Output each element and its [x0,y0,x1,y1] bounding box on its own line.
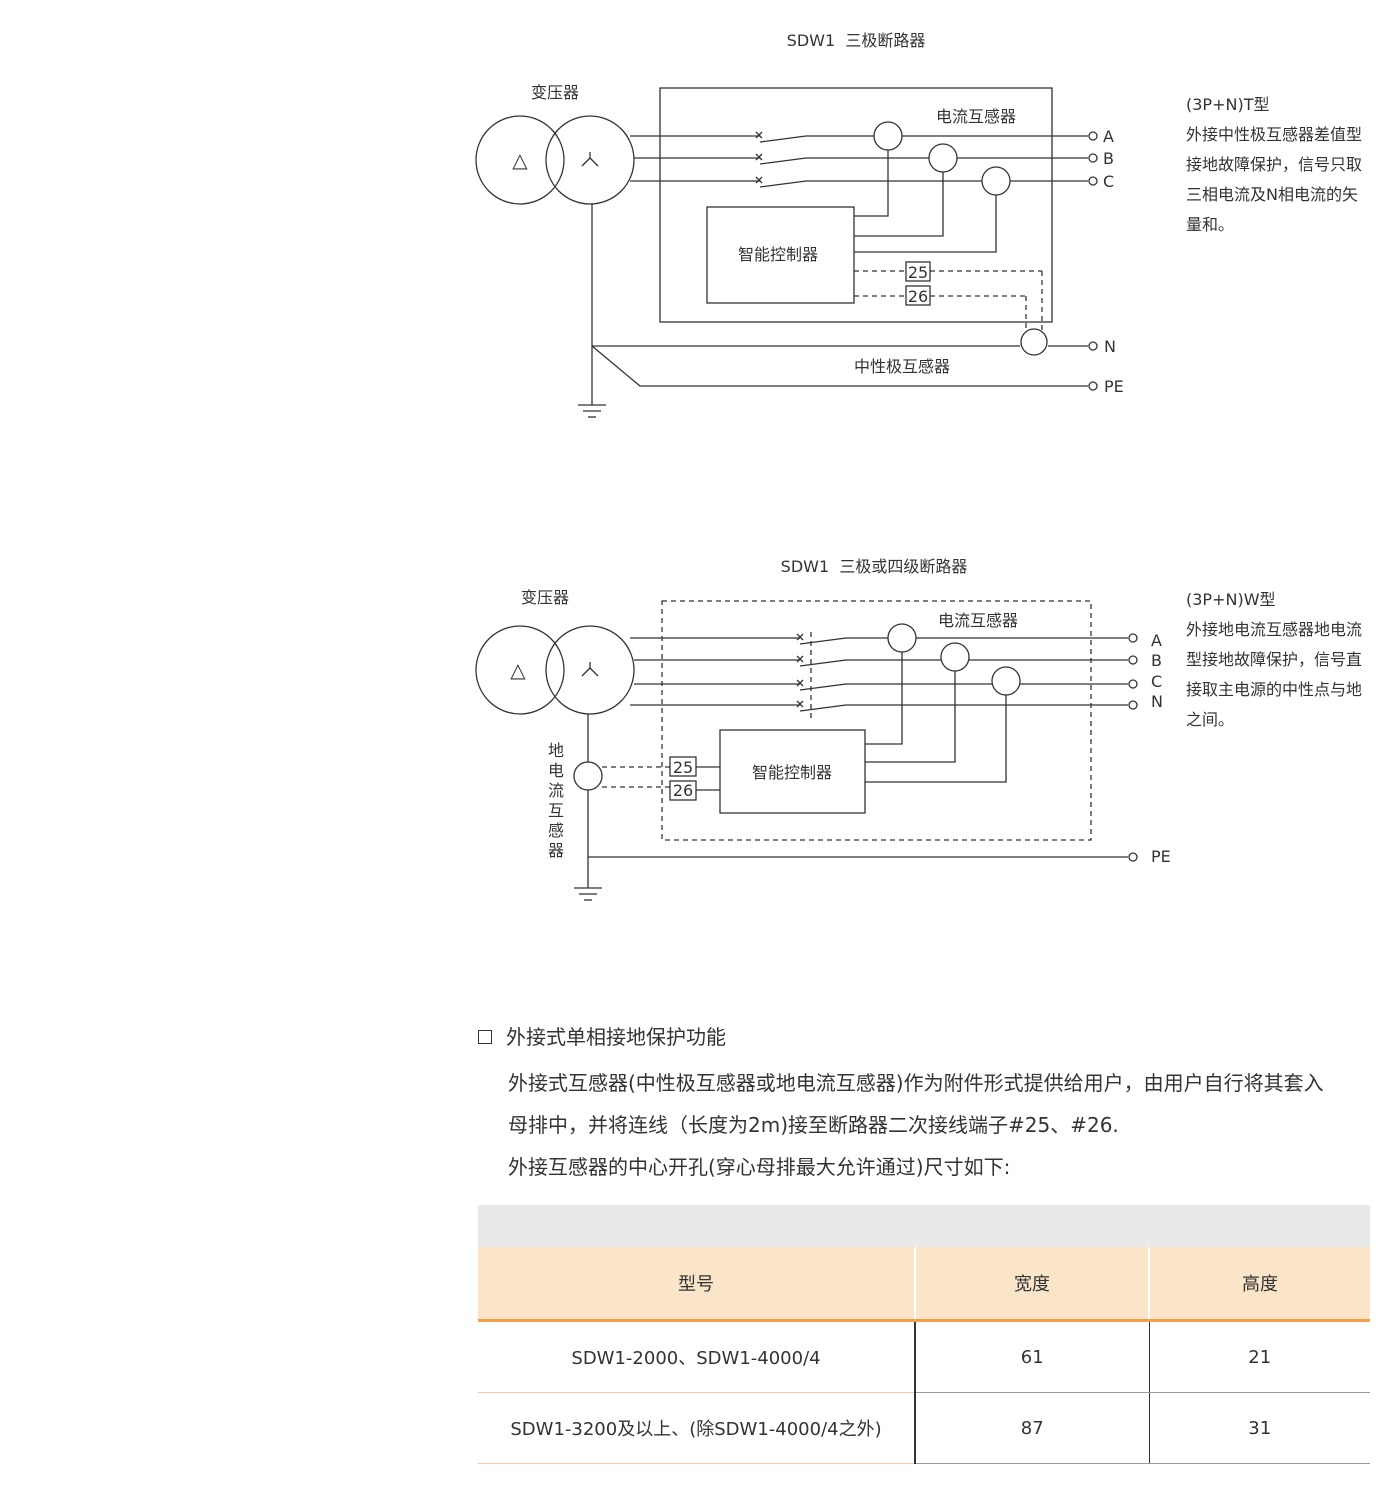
aperture-size-table: 型号 宽度 高度 SDW1-2000、SDW1-4000/4 61 21 SDW… [478,1205,1370,1464]
terminal-26-label-2: 26 [673,781,693,800]
note-1-title: (3P+N)T型 [1186,95,1270,114]
note-diagram-2: (3P+N)W型 外接地电流互感器地电流 型接地故障保护，信号直 接取主电源的中… [1186,585,1386,735]
neutral-label-2: N [1151,692,1163,711]
pe-label-1: PE [1104,377,1124,396]
phase-a-label-1: A [1103,127,1114,146]
header-height: 高度 [1148,1247,1370,1322]
header-model: 型号 [478,1247,915,1322]
header-width: 宽度 [914,1247,1149,1322]
table-row: SDW1-2000、SDW1-4000/4 61 21 [478,1320,1370,1393]
diagram-2-lines [475,623,1138,901]
diagram-2-dashed [602,600,1092,841]
note-1-line: 三相电流及N相电流的矢 [1186,185,1358,204]
note-1-line: 外接中性极互感器差值型 [1186,125,1363,144]
diagram-2-title: SDW1 三极或四级断路器 [781,557,968,576]
note-2-line: 接取主电源的中性点与地 [1186,680,1363,699]
phase-c-label-2: C [1151,672,1162,691]
diagram-1-title: SDW1 三极断路器 [787,31,926,50]
neutral-label-1: N [1104,337,1116,356]
section-paragraph: 母排中，并将连线（长度为2m)接至断路器二次接线端子#25、#26. [508,1113,1119,1137]
earth-ct-char: 感 [548,821,564,840]
terminal-25-label-2: 25 [673,758,693,777]
section-paragraph: 外接式互感器(中性极互感器或地电流互感器)作为附件形式提供给用户，由用户自行将其… [508,1071,1324,1095]
square-bullet-icon [478,1030,492,1044]
transformer-label-2: 变压器 [521,588,569,607]
width-cell: 87 [914,1392,1150,1464]
phase-b-label-1: B [1103,149,1114,168]
table-row: SDW1-3200及以上、(除SDW1-4000/4之外) 87 31 [478,1392,1370,1464]
delta-icon: △ [512,148,528,172]
protection-section: 外接式单相接地保护功能 外接式互感器(中性极互感器或地电流互感器)作为附件形式提… [478,1020,1378,1188]
note-1-line: 量和。 [1186,215,1235,234]
note-2-line: 外接地电流互感器地电流 [1186,620,1363,639]
neutral-ct-label: 中性极互感器 [854,357,950,376]
diagram-1-dashed [854,270,1043,330]
earth-ct-char: 地 [548,741,564,760]
ct-label-1: 电流互感器 [936,107,1016,126]
model-cell: SDW1-3200及以上、(除SDW1-4000/4之外) [478,1392,915,1464]
table-top-bar [478,1205,1370,1247]
wiring-diagrams: SDW1 三极断路器 变压器 △ 电流互感器 智能控制器 25 26 中性极互感… [475,31,1171,901]
controller-label-1: 智能控制器 [738,245,818,264]
transformer-label-1: 变压器 [531,83,579,102]
model-cell: SDW1-2000、SDW1-4000/4 [478,1320,915,1393]
table-header-row: 型号 宽度 高度 [478,1247,1370,1322]
phase-a-label-2: A [1151,631,1162,650]
earth-ct-char: 流 [548,781,564,800]
section-heading-text: 外接式单相接地保护功能 [506,1025,726,1049]
phase-b-label-2: B [1151,651,1162,670]
note-2-line: 型接地故障保护，信号直 [1186,650,1363,669]
section-paragraph: 外接互感器的中心开孔(穿心母排最大允许通过)尺寸如下: [508,1155,1011,1179]
ct-label-2: 电流互感器 [938,611,1018,630]
note-2-line: 之间。 [1186,710,1235,729]
earth-ct-char: 互 [548,801,564,820]
note-2-title: (3P+N)W型 [1186,590,1276,609]
terminal-26-label-1: 26 [908,287,928,306]
terminal-25-label-1: 25 [908,263,928,282]
controller-label-2: 智能控制器 [752,763,832,782]
phase-c-label-1: C [1103,172,1114,191]
earth-ct-char: 电 [548,761,564,780]
note-1-line: 接地故障保护，信号只取 [1186,155,1363,174]
section-heading: 外接式单相接地保护功能 [478,1020,1378,1054]
delta-icon: △ [510,658,526,682]
width-cell: 61 [914,1320,1150,1393]
height-cell: 21 [1148,1320,1370,1393]
earth-ct-char: 器 [548,841,564,860]
pe-label-2: PE [1151,847,1171,866]
note-diagram-1: (3P+N)T型 外接中性极互感器差值型 接地故障保护，信号只取 三相电流及N相… [1186,90,1386,240]
height-cell: 31 [1148,1392,1370,1464]
